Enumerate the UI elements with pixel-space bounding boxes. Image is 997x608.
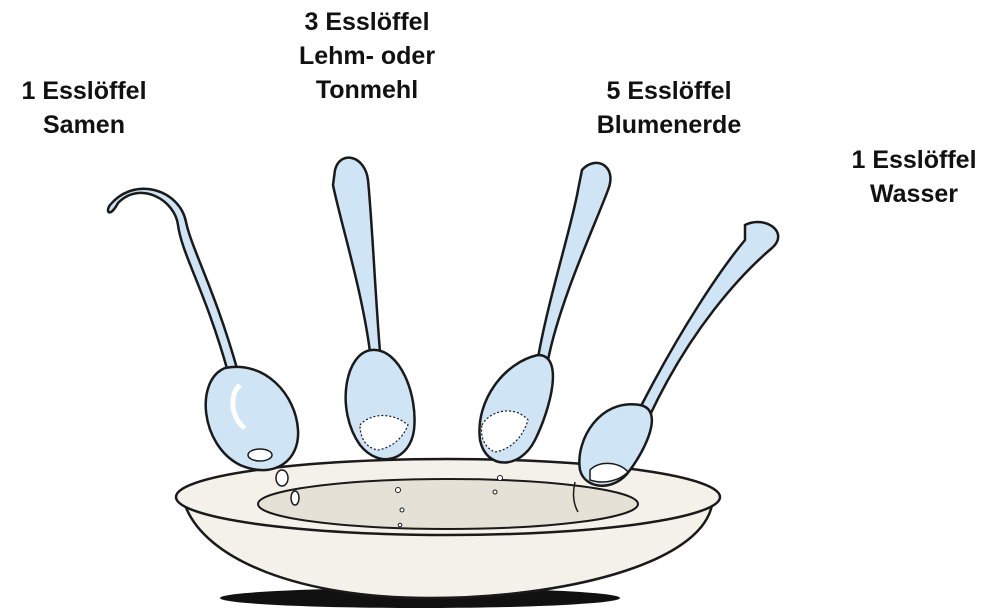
- spoon-wasser-icon: [574, 222, 779, 512]
- bowl-inner: [258, 479, 638, 529]
- spoon-samen-icon: [108, 189, 299, 505]
